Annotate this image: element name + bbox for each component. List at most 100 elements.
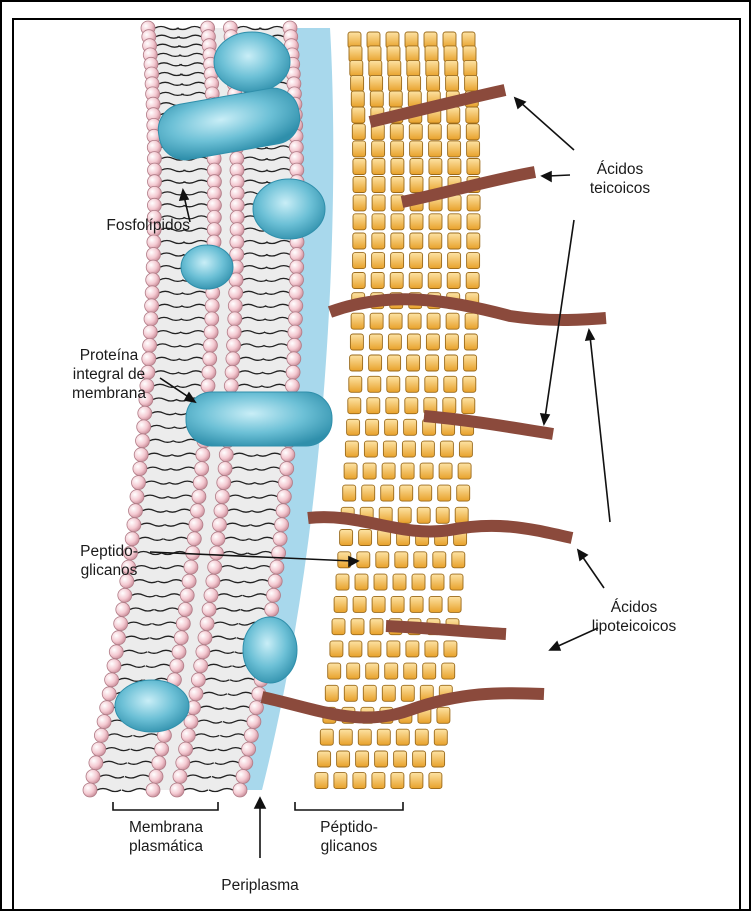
peptidoglycan-unit — [388, 60, 401, 76]
phospholipid-head — [211, 532, 225, 546]
peptidoglycan-unit — [382, 685, 395, 701]
phospholipid-head — [229, 286, 243, 300]
peptidoglycan-unit — [467, 141, 480, 157]
phospholipid-head — [152, 756, 166, 770]
arrowhead — [550, 642, 560, 650]
phospholipid-head — [189, 518, 203, 532]
peptidoglycan-unit — [362, 485, 375, 501]
peptidoglycan-unit — [406, 376, 419, 392]
phospholipid-head — [244, 728, 258, 742]
phospholipid-head — [129, 504, 143, 518]
phospholipid-head — [233, 783, 247, 797]
peptidoglycan-unit — [428, 273, 441, 289]
peptidoglycan-unit — [351, 91, 364, 107]
peptidoglycan-unit — [389, 91, 402, 107]
phospholipid-head — [289, 299, 303, 313]
peptidoglycan-unit — [396, 729, 409, 745]
peptidoglycan-unit — [414, 552, 427, 568]
peptidoglycan-unit — [467, 214, 480, 230]
phospholipid-head — [180, 588, 194, 602]
peptidoglycan-unit — [350, 60, 363, 76]
lipoteicoicos-pointer-b — [582, 556, 604, 588]
teicoicos-pointer-a — [520, 102, 574, 150]
phospholipid-head — [179, 742, 193, 756]
peptidoglycan-unit — [369, 60, 382, 76]
peptidoglycan-unit — [343, 485, 356, 501]
peptidoglycan-unit — [366, 419, 379, 435]
phospholipid-head — [265, 603, 279, 617]
peptidoglycan-unit — [444, 46, 457, 62]
peptidoglycan-unit — [366, 663, 379, 679]
peptidoglycan-unit — [466, 107, 479, 123]
peptido-bracket — [295, 802, 403, 810]
peptidoglycan-unit — [371, 273, 384, 289]
peptidoglycan-unit — [353, 177, 366, 193]
peptidoglycan-unit — [427, 75, 440, 91]
peptidoglycan-unit — [351, 313, 364, 329]
peptidoglycan-unit — [364, 441, 377, 457]
phospholipid-head — [146, 783, 160, 797]
phospholipid-head — [202, 365, 216, 379]
phospholipid-head — [267, 588, 281, 602]
phospholipid-head — [190, 504, 204, 518]
peptidoglycan-unit — [368, 46, 381, 62]
peptidoglycan-unit — [391, 141, 404, 157]
peptidoglycan-unit — [436, 507, 449, 523]
peptidoglycan-unit — [409, 273, 422, 289]
phospholipid-head — [105, 673, 119, 687]
phospholipid-head — [155, 742, 169, 756]
peptidoglycan-unit — [358, 729, 371, 745]
peptidoglycan-unit — [387, 376, 400, 392]
peptidoglycan-unit — [408, 75, 421, 91]
peptidoglycan-unit — [406, 641, 419, 657]
phospholipid-head — [285, 379, 299, 393]
phospholipid-head — [127, 518, 141, 532]
phospholipid-head — [193, 476, 207, 490]
peptidoglycan-unit — [448, 233, 461, 249]
peptidoglycan-unit — [410, 596, 423, 612]
peptidoglycan-unit — [352, 273, 365, 289]
phospholipid-head — [230, 223, 244, 237]
peptidoglycan-unit — [433, 552, 446, 568]
phospholipid-head — [116, 603, 130, 617]
peptidoglycan-unit — [463, 376, 476, 392]
peptidoglycan-unit — [458, 463, 471, 479]
peptidoglycan-unit — [426, 334, 439, 350]
peptidoglycan-unit — [419, 485, 432, 501]
membrane-protein — [214, 32, 290, 92]
peptidoglycan-unit — [429, 159, 442, 175]
peptidoglycan-unit — [385, 419, 398, 435]
peptidoglycan-unit — [410, 141, 423, 157]
phospholipid-head — [217, 476, 231, 490]
phospholipid-head — [219, 448, 233, 462]
peptidoglycan-unit — [382, 463, 395, 479]
peptidoglycan-unit — [344, 685, 357, 701]
peptidoglycan-unit — [437, 707, 450, 723]
phospholipid-head — [181, 728, 195, 742]
peptidoglycan-unit — [448, 253, 461, 269]
peptidoglycan-unit — [391, 773, 404, 789]
phospholipid-head — [94, 728, 108, 742]
phospholipid-head — [170, 783, 184, 797]
peptidoglycan-unit — [353, 253, 366, 269]
peptidoglycan-unit — [467, 253, 480, 269]
peptidoglycan-unit — [452, 552, 465, 568]
phospholipid-head — [136, 434, 150, 448]
peptidoglycan-unit — [409, 124, 422, 140]
phospholipid-head — [143, 325, 157, 339]
peptidoglycan-unit — [429, 141, 442, 157]
peptidoglycan-unit — [429, 214, 442, 230]
phospholipid-head — [102, 687, 116, 701]
phospholipid-head — [277, 490, 291, 504]
peptidoglycan-unit — [408, 313, 421, 329]
peptidoglycan-unit — [407, 355, 420, 371]
peptidoglycan-unit — [423, 663, 436, 679]
phospholipid-head — [187, 532, 201, 546]
phospholipid-head — [289, 286, 303, 300]
peptidoglycan-unit — [391, 159, 404, 175]
label-peptidoglicanos-bottom: Péptido- glicanos — [296, 818, 402, 856]
phospholipid-head — [268, 574, 282, 588]
peptidoglycan-unit — [429, 233, 442, 249]
phospholipid-head — [145, 286, 159, 300]
peptidoglycan-unit — [467, 159, 480, 175]
